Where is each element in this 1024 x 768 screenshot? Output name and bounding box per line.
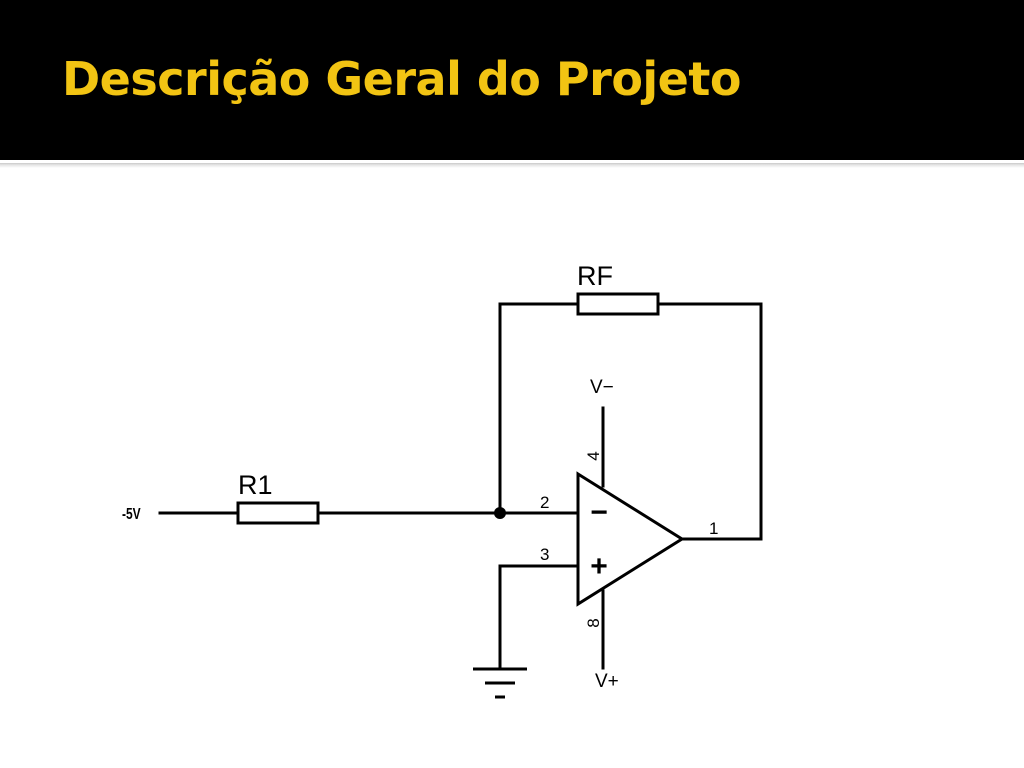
pin-8-label: 8 (584, 618, 603, 627)
noninverting-sign: + (590, 550, 608, 583)
title-divider (0, 162, 1024, 168)
r1-label: R1 (238, 470, 273, 500)
vminus-label: V− (590, 377, 614, 398)
pin-4-label: 4 (584, 451, 603, 460)
inverting-sign: − (590, 496, 608, 529)
input-voltage-label: -5V (122, 504, 141, 522)
op-amp-symbol (576, 471, 685, 607)
vplus-label: V+ (595, 671, 619, 692)
slide-title: Descrição Geral do Projeto (62, 52, 741, 106)
resistor-r1 (236, 501, 320, 525)
pin-3-label: 3 (540, 545, 549, 564)
ground-symbol (473, 667, 527, 699)
pin-1-label: 1 (709, 519, 718, 538)
pin-2-label: 2 (540, 493, 549, 512)
title-bar: Descrição Geral do Projeto (0, 0, 1024, 160)
junction-dot (494, 507, 506, 519)
resistor-rf (576, 292, 660, 316)
rf-label: RF (577, 261, 613, 291)
